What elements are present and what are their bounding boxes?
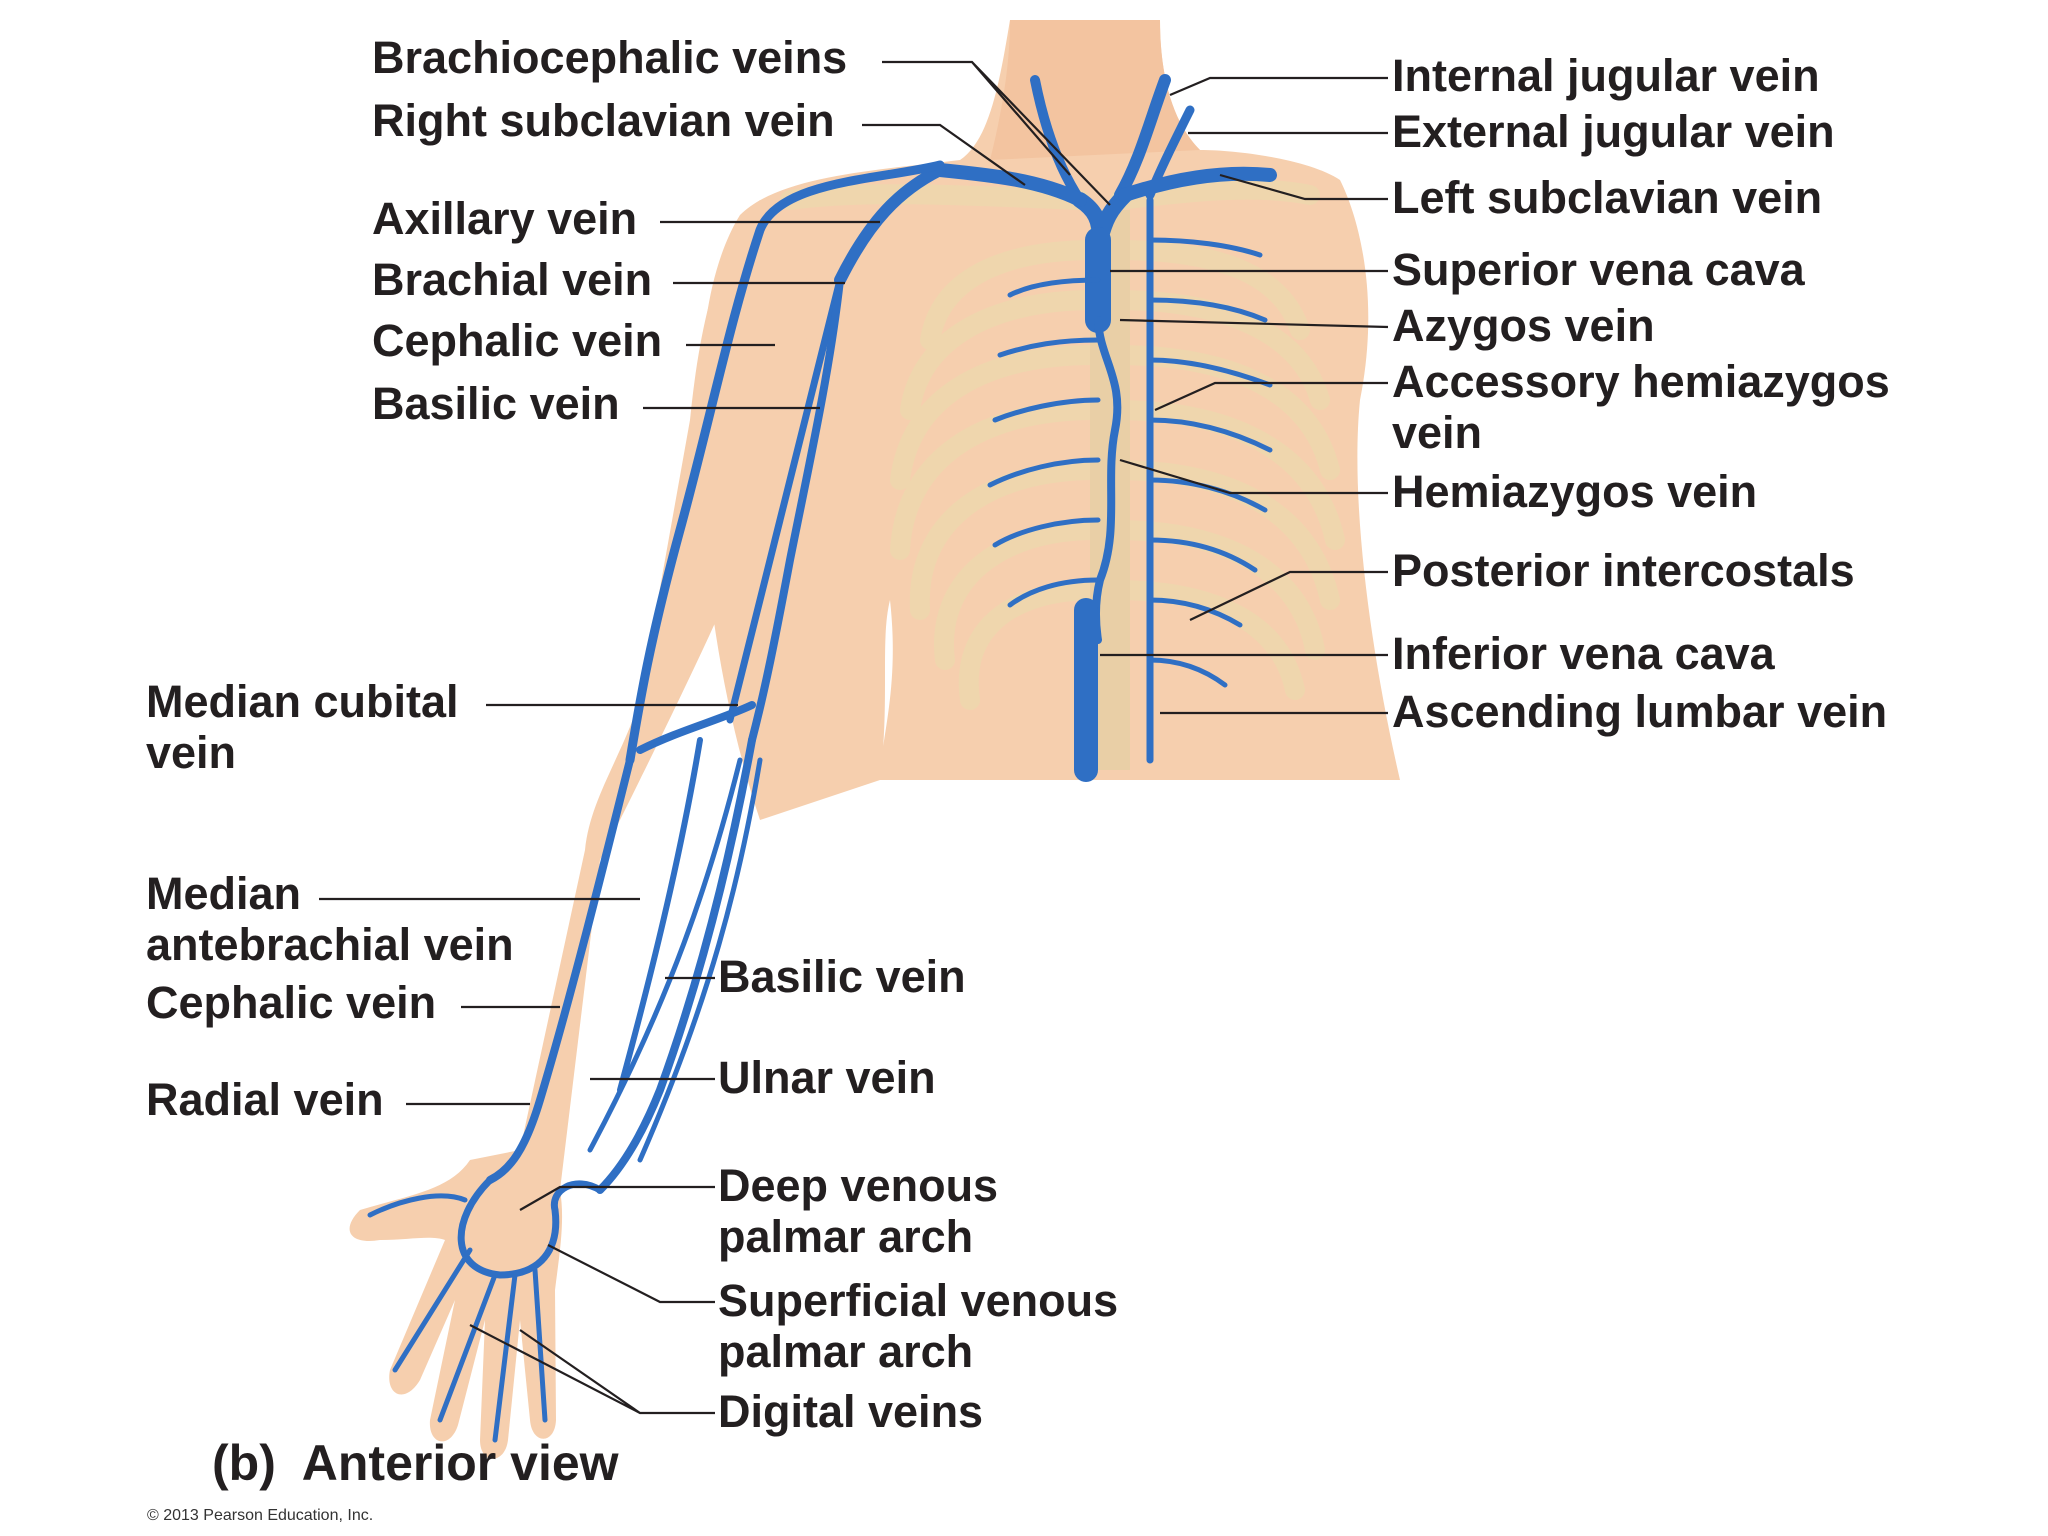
label-radial-vein: Radial vein [146, 1074, 384, 1125]
basilic-vein-lower-path [596, 736, 756, 1194]
veins [367, 74, 1277, 1443]
label-brachial-vein: Brachial vein [372, 254, 653, 305]
label-median-cubital-line2: vein [146, 727, 237, 778]
label-median-cubital-line1: Median cubital [146, 676, 459, 727]
axillary-vein-path [834, 164, 946, 286]
leader-deep-palmar [519, 1185, 715, 1211]
label-deep-venous-palmar-arch: Deep venous palmar arch [718, 1160, 998, 1262]
digital-veins-path [367, 1193, 548, 1443]
label-axillary-vein: Axillary vein [372, 193, 638, 244]
median-cubital-vein-path [636, 701, 756, 754]
label-accessory-hemiazygos-line1: Accessory hemiazygos [1392, 356, 1890, 407]
label-median-cubital-vein: Median cubital vein [146, 676, 459, 778]
label-right-subclavian-vein: Right subclavian vein [372, 95, 835, 146]
leader-left-subclavian [1219, 173, 1388, 201]
palmar-arch-path [457, 1176, 604, 1279]
leader-internal-jugular [1169, 76, 1388, 97]
leader-lines [319, 60, 1389, 1415]
median-antebrachial-vein-path [617, 737, 703, 1093]
internal-jugular-vein-path [1114, 74, 1171, 201]
label-internal-jugular-vein: Internal jugular vein [1392, 50, 1820, 101]
label-posterior-intercostals: Posterior intercostals [1392, 545, 1855, 596]
label-median-antebrachial-line1: Median [146, 868, 302, 919]
label-hemiazygos-vein: Hemiazygos vein [1392, 466, 1758, 517]
leader-azygos [1119, 318, 1389, 329]
figure-caption: (b) Anterior view [212, 1438, 619, 1489]
basilic-vein-upper-path [748, 276, 844, 744]
rib-6 [934, 520, 1325, 670]
cephalic-vein-lower-path [486, 756, 634, 1184]
panel-letter: (b) [212, 1435, 276, 1491]
leader-brachiocephalic [882, 60, 1111, 206]
leader-accessory-hemiazygos [1154, 381, 1388, 412]
arm-skin [349, 200, 808, 1459]
rib-4 [890, 400, 1345, 560]
label-cephalic-vein-lower: Cephalic vein [146, 977, 437, 1028]
label-median-antebrachial-line2: antebrachial vein [146, 919, 514, 970]
label-cephalic-vein-upper: Cephalic vein [372, 315, 663, 366]
brachial-vein-path [726, 276, 844, 724]
label-accessory-hemiazygos-vein: Accessory hemiazygos vein [1392, 356, 1890, 458]
label-ulnar-vein: Ulnar vein [718, 1052, 936, 1103]
label-digital-veins: Digital veins [718, 1386, 984, 1437]
label-superficial-venous-palmar-arch: Superficial venous palmar arch [718, 1275, 1118, 1377]
label-superior-vena-cava: Superior vena cava [1392, 244, 1805, 295]
clavicle-right [780, 184, 1090, 210]
label-superficial-palmar-line1: Superficial venous [718, 1275, 1119, 1326]
label-inferior-vena-cava: Inferior vena cava [1392, 628, 1775, 679]
label-basilic-vein-lower: Basilic vein [718, 951, 966, 1002]
label-superficial-palmar-line2: palmar arch [718, 1326, 974, 1377]
radial-vein-path [587, 757, 743, 1153]
label-deep-palmar-line2: palmar arch [718, 1211, 974, 1262]
view-label: Anterior view [301, 1435, 619, 1491]
cephalic-vein-upper-path [625, 160, 945, 765]
label-external-jugular-vein: External jugular vein [1392, 106, 1835, 157]
leader-hemiazygos [1119, 458, 1388, 495]
ulnar-vein-path [637, 757, 763, 1163]
copyright-notice: © 2013 Pearson Education, Inc. [147, 1507, 374, 1524]
azygos-vein-path [1091, 316, 1122, 644]
leader-superficial-palmar [547, 1244, 715, 1304]
leader-posterior-intercostals [1189, 570, 1388, 621]
label-ascending-lumbar-vein: Ascending lumbar vein [1392, 686, 1888, 737]
neck-skin [990, 20, 1200, 160]
label-azygos-vein: Azygos vein [1392, 300, 1655, 351]
leader-right-subclavian [862, 123, 1026, 186]
label-brachiocephalic-veins: Brachiocephalic veins [372, 32, 848, 83]
subclavian-vein-path [933, 163, 1277, 207]
label-left-subclavian-vein: Left subclavian vein [1392, 172, 1823, 223]
leader-digital [469, 1324, 715, 1415]
label-deep-palmar-line1: Deep venous [718, 1160, 999, 1211]
label-median-antebrachial-vein: Median antebrachial vein [146, 868, 514, 970]
label-accessory-hemiazygos-line2: vein [1392, 407, 1483, 458]
label-basilic-vein-upper: Basilic vein [372, 378, 620, 429]
